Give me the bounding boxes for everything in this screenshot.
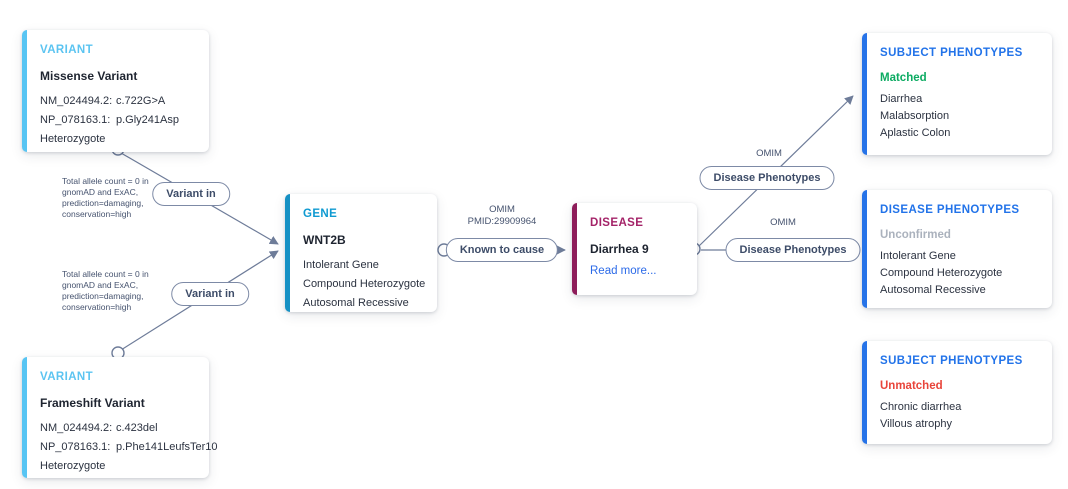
variant-node-frameshift[interactable]: VARIANT Frameshift Variant NM_024494.2:c…	[22, 357, 218, 478]
variant-accent-stripe	[22, 30, 27, 152]
card-type-label: VARIANT	[40, 44, 94, 56]
phenotype-accent-stripe	[862, 190, 867, 308]
phenotype-accent-stripe	[862, 33, 867, 155]
variant-accent-stripe	[22, 357, 27, 478]
phenotype-item: Villous atrophy	[880, 418, 952, 430]
source-pmid: PMID:29909964	[467, 215, 537, 227]
gene-attribute: Autosomal Recessive	[303, 297, 409, 309]
edge-label-disease-phenotypes-upper[interactable]: Disease Phenotypes	[699, 166, 835, 190]
edge-source-lower-omim: OMIM	[770, 217, 796, 228]
read-more-link[interactable]: Read more...	[590, 265, 657, 277]
phenotype-item: Autosomal Recessive	[880, 284, 986, 296]
card-type-label: DISEASE PHENOTYPES	[880, 204, 1020, 216]
edge-annotation-frameshift: Total allele count = 0 in gnomAD and ExA…	[62, 269, 149, 312]
zygosity-label: Heterozygote	[40, 133, 106, 145]
edge-label-variant-in-top[interactable]: Variant in	[152, 182, 230, 206]
edge-label-variant-in-bottom[interactable]: Variant in	[171, 282, 249, 306]
gene-attribute: Intolerant Gene	[303, 259, 379, 271]
phenotype-item: Aplastic Colon	[880, 127, 951, 139]
gene-node[interactable]: GENE WNT2B Intolerant Gene Compound Hete…	[285, 194, 437, 312]
subject-phenotypes-unmatched-node[interactable]: SUBJECT PHENOTYPES Unmatched Chronic dia…	[862, 341, 1052, 444]
cdna-change: c.722G>A	[116, 95, 166, 107]
gene-accent-stripe	[285, 194, 290, 312]
disease-name: Diarrhea 9	[590, 242, 649, 256]
edge-source-known-to-cause: OMIM PMID:29909964	[468, 204, 537, 227]
variant-name: Frameshift Variant	[40, 396, 145, 410]
unconfirmed-status-badge: Unconfirmed	[880, 229, 951, 241]
gene-symbol: WNT2B	[303, 233, 346, 247]
source-name: OMIM	[489, 204, 515, 215]
protein-row: NP_078163.1: p.Gly241Asp	[40, 111, 199, 130]
protein-change: p.Phe141LeufsTer10	[116, 441, 218, 453]
phenotype-accent-stripe	[862, 341, 867, 444]
protein-change: p.Gly241Asp	[116, 114, 179, 126]
subject-phenotypes-matched-node[interactable]: SUBJECT PHENOTYPES Matched Diarrhea Mala…	[862, 33, 1052, 155]
zygosity-label: Heterozygote	[40, 460, 106, 472]
protein-row: NP_078163.1: p.Phe141LeufsTer10	[40, 438, 218, 457]
matched-status-badge: Matched	[880, 72, 927, 84]
card-type-label: SUBJECT PHENOTYPES	[880, 355, 1023, 367]
phenotype-item: Compound Heterozygote	[880, 267, 1003, 279]
edge-label-disease-phenotypes-lower[interactable]: Disease Phenotypes	[725, 238, 861, 262]
card-type-label: DISEASE	[590, 217, 644, 229]
phenotype-item: Diarrhea	[880, 93, 923, 105]
transcript-id: NM_024494.2:	[40, 422, 113, 434]
edge-annotation-missense: Total allele count = 0 in gnomAD and ExA…	[62, 176, 149, 219]
phenotype-item: Intolerant Gene	[880, 250, 956, 262]
variant-node-missense[interactable]: VARIANT Missense Variant NM_024494.2:c.7…	[22, 30, 209, 152]
cdna-change: c.423del	[116, 422, 158, 434]
protein-id: NP_078163.1:	[40, 441, 111, 453]
disease-accent-stripe	[572, 203, 577, 295]
edge-source-upper-omim: OMIM	[756, 148, 782, 159]
card-type-label: GENE	[303, 208, 338, 220]
edge-label-known-to-cause[interactable]: Known to cause	[445, 238, 559, 262]
transcript-row: NM_024494.2:c.423del	[40, 419, 199, 438]
variant-name: Missense Variant	[40, 69, 138, 83]
transcript-id: NM_024494.2:	[40, 95, 113, 107]
phenotype-item: Chronic diarrhea	[880, 401, 962, 413]
transcript-row: NM_024494.2:c.722G>A	[40, 92, 199, 111]
card-type-label: VARIANT	[40, 371, 94, 383]
card-type-label: SUBJECT PHENOTYPES	[880, 47, 1023, 59]
unmatched-status-badge: Unmatched	[880, 380, 943, 392]
gene-attribute: Compound Heterozygote	[303, 278, 426, 290]
protein-id: NP_078163.1:	[40, 114, 111, 126]
disease-node[interactable]: DISEASE Diarrhea 9 Read more...	[572, 203, 697, 295]
phenotype-item: Malabsorption	[880, 110, 950, 122]
disease-phenotypes-node[interactable]: DISEASE PHENOTYPES Unconfirmed Intoleran…	[862, 190, 1052, 308]
